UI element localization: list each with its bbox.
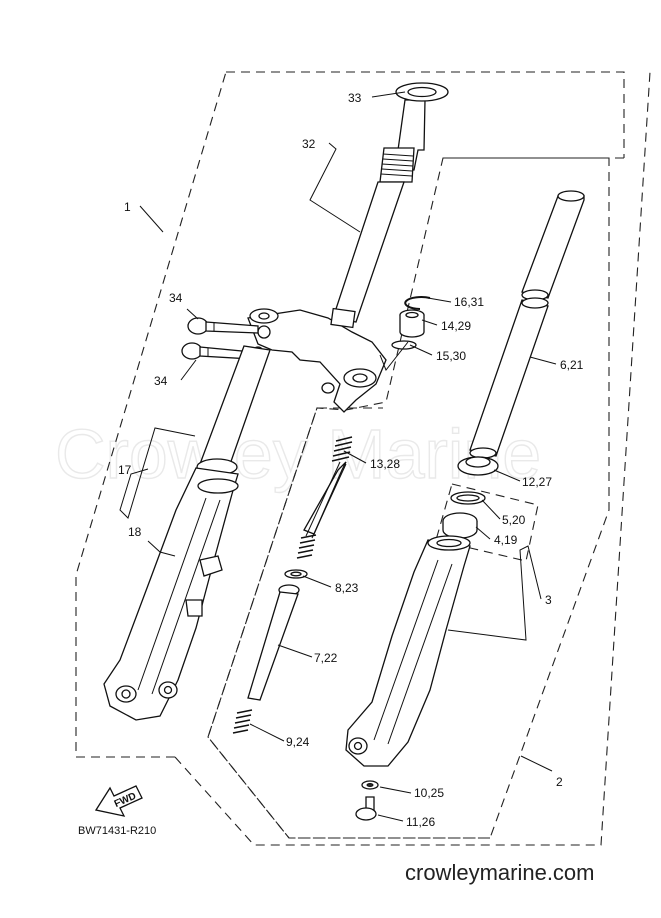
spring-collar bbox=[284, 569, 308, 579]
dust-seal-right bbox=[457, 456, 499, 476]
site-url[interactable]: crowleymarine.com bbox=[405, 860, 595, 885]
retaining-clip bbox=[450, 491, 486, 505]
fork-spring-lower bbox=[296, 534, 317, 559]
callout-3: 3 bbox=[545, 593, 552, 607]
callout-2: 2 bbox=[556, 775, 563, 789]
washer-gasket bbox=[361, 780, 379, 790]
callout-11-26: 11,26 bbox=[406, 815, 435, 829]
leader-lines bbox=[119, 91, 557, 822]
callout-15-30: 15,30 bbox=[436, 349, 466, 363]
callout-13-28: 13,28 bbox=[370, 457, 400, 471]
circlip bbox=[404, 296, 431, 310]
drawing-code: BW71431-R210 bbox=[78, 825, 156, 837]
callout-32: 32 bbox=[302, 137, 316, 151]
callout-18: 18 bbox=[128, 525, 142, 539]
bushing bbox=[399, 309, 425, 338]
washer-small bbox=[391, 340, 417, 350]
group-boundary-outer bbox=[174, 71, 651, 846]
pinch-bolt-upper bbox=[187, 317, 259, 335]
under-bracket bbox=[247, 307, 387, 413]
callout-9-24: 9,24 bbox=[286, 735, 310, 749]
group-boundary-seals bbox=[435, 483, 539, 562]
oil-seal bbox=[442, 512, 478, 539]
callout-33: 33 bbox=[348, 91, 362, 105]
callout-1: 1 bbox=[124, 200, 131, 214]
callout-6-21: 6,21 bbox=[560, 358, 584, 372]
callout-17: 17 bbox=[118, 463, 132, 477]
group-boundary-1 bbox=[75, 71, 625, 839]
fork-spring-upper bbox=[303, 436, 353, 539]
inner-tube-right bbox=[469, 190, 585, 459]
callout-34-upper: 34 bbox=[169, 291, 183, 305]
callout-labels: 33 32 1 34 34 16,31 14,29 15,30 6,21 13,… bbox=[118, 91, 584, 829]
fwd-arrow-icon: FWD bbox=[94, 785, 143, 817]
callout-12-27: 12,27 bbox=[522, 475, 552, 489]
watermark: Crowley Marine bbox=[55, 415, 541, 493]
outer-tube-right bbox=[345, 535, 471, 767]
callout-4-19: 4,19 bbox=[494, 533, 518, 547]
callout-16-31: 16,31 bbox=[454, 295, 484, 309]
callout-14-29: 14,29 bbox=[441, 319, 471, 333]
callout-10-25: 10,25 bbox=[414, 786, 444, 800]
rebound-spring bbox=[232, 709, 253, 734]
callout-8-23: 8,23 bbox=[335, 581, 359, 595]
damper-rod bbox=[247, 584, 300, 701]
callout-34-lower: 34 bbox=[154, 374, 168, 388]
outer-tube-left bbox=[103, 467, 239, 721]
callout-5-20: 5,20 bbox=[502, 513, 526, 527]
group-boundary-2 bbox=[207, 157, 610, 839]
fwd-label: FWD bbox=[113, 791, 138, 810]
dust-seal-top bbox=[395, 82, 449, 102]
steering-stem bbox=[332, 99, 426, 323]
callout-7-22: 7,22 bbox=[314, 651, 338, 665]
drain-bolt bbox=[355, 796, 377, 821]
